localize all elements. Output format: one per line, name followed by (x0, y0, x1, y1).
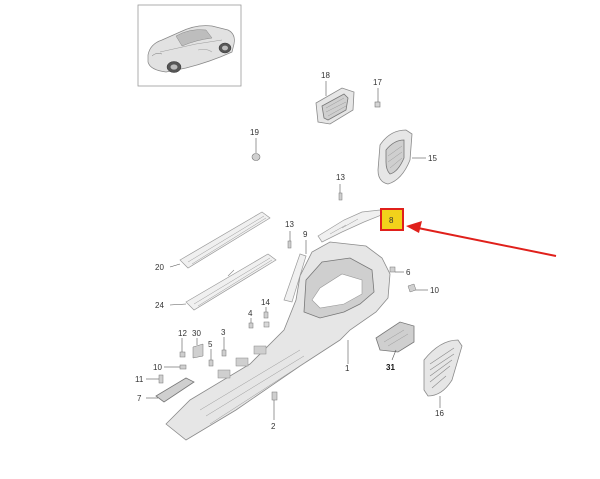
callout-8: 8 (389, 216, 394, 225)
leader-lines (146, 81, 441, 420)
part-24-sill-trim (185, 253, 277, 311)
callout-19: 19 (250, 128, 259, 137)
callout-17: 17 (373, 78, 382, 87)
callout-2: 2 (271, 422, 276, 431)
part-7-bracket (155, 374, 195, 403)
vehicle-thumbnail (137, 4, 242, 87)
part-13-bolt-lower (287, 240, 292, 249)
callout-13-upper: 13 (336, 173, 345, 182)
callout-9: 9 (303, 230, 308, 239)
callout-20: 20 (155, 263, 164, 272)
callout-3: 3 (221, 328, 226, 337)
part-19-plug (251, 153, 261, 161)
sports-car-thumbnail-icon (147, 25, 235, 73)
part-13-bolt-upper (338, 192, 343, 201)
part-10-clip (407, 283, 417, 293)
callout-13-lower: 13 (285, 220, 294, 229)
callout-18: 18 (321, 71, 330, 80)
callout-31: 31 (386, 363, 395, 372)
part-31-duct (375, 321, 415, 353)
callout-11: 11 (135, 375, 144, 384)
part-20-sill-trim (179, 211, 271, 269)
part-15-intake-cover (377, 129, 413, 185)
callout-10-upper: 10 (430, 286, 439, 295)
highlight-box (380, 208, 404, 231)
part-1-side-panel (165, 241, 391, 441)
callout-labels: 18 17 19 15 13 13 9 20 6 10 24 14 4 12 3… (135, 71, 444, 431)
callout-1: 1 (345, 364, 350, 373)
callout-8-highlight[interactable]: 8 (380, 208, 404, 231)
callout-5: 5 (208, 340, 213, 349)
callout-16: 16 (435, 409, 444, 418)
callout-7: 7 (137, 394, 142, 403)
callout-6: 6 (406, 268, 411, 277)
part-16-grille (423, 339, 463, 397)
red-arrow-icon (406, 221, 557, 257)
callout-15: 15 (428, 154, 437, 163)
part-6-clip (389, 266, 396, 273)
part-8-trim-strip (317, 209, 385, 243)
part-9-trim (283, 253, 307, 303)
callout-14: 14 (261, 298, 270, 307)
callout-10-lower: 10 (153, 363, 162, 372)
part-18-bracket (315, 87, 355, 125)
callout-30: 30 (192, 329, 201, 338)
callout-4: 4 (248, 309, 253, 318)
callout-24: 24 (155, 301, 164, 310)
part-2-bolt (271, 391, 278, 401)
part-17-clip (374, 101, 381, 108)
callout-12: 12 (178, 329, 187, 338)
